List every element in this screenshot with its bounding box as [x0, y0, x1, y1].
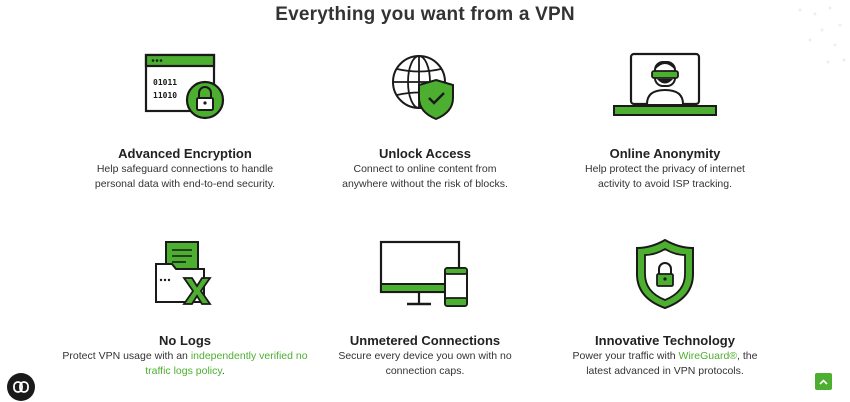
feature-description: Help safeguard connections to handle per…	[55, 162, 315, 192]
feature-desc-suffix: .	[221, 365, 225, 377]
feature-desc-line-1: Secure every device you own with no	[338, 350, 512, 362]
feature-title: No Logs	[159, 333, 211, 348]
encryption-window-lock-icon: 01011 11010	[55, 52, 315, 122]
feature-desc-line-2: latest advanced in VPN protocols.	[586, 365, 744, 377]
chevron-up-icon	[819, 378, 828, 385]
globe-shield-icon	[295, 52, 555, 122]
wireguard-link[interactable]: WireGuard®	[678, 350, 738, 362]
feature-title: Advanced Encryption	[118, 146, 252, 161]
feature-description: Power your traffic with WireGuard®, the …	[535, 349, 795, 379]
feature-description: Secure every device you own with no conn…	[295, 349, 555, 379]
feature-title: Unlock Access	[378, 146, 471, 161]
masked-user-laptop-icon	[535, 50, 795, 122]
feature-description: Connect to online content from anywhere …	[295, 162, 555, 192]
feature-description: Help protect the privacy of internet act…	[535, 162, 795, 192]
feature-desc-line-1: Connect to online content from	[353, 163, 497, 175]
feature-description: Protect VPN usage with an independently …	[55, 349, 315, 379]
feature-desc-line-2: anywhere without the risk of blocks.	[342, 178, 508, 190]
feature-desc-prefix: Protect VPN usage with an	[62, 350, 191, 362]
feature-desc-middle: , the	[737, 350, 758, 362]
no-logs-policy-link[interactable]: independently verified no traffic logs p…	[145, 350, 308, 377]
encryption-bits-1: 01011	[153, 78, 177, 87]
page-title: Everything you want from a VPN	[275, 4, 575, 25]
feature-title: Unmetered Connections	[349, 333, 501, 348]
chat-button[interactable]	[7, 373, 35, 401]
feature-title: Online Anonymity	[609, 146, 721, 161]
feature-desc-line-1: Help protect the privacy of internet	[585, 163, 745, 175]
folder-no-logs-icon	[55, 240, 315, 308]
feature-desc-line-1: Help safeguard connections to handle	[96, 163, 274, 175]
monitor-phone-icon	[295, 240, 555, 308]
feature-title: Innovative Technology	[595, 333, 735, 348]
feature-desc-line-2: personal data with end-to-end security.	[94, 178, 276, 190]
chat-icon	[13, 381, 29, 393]
shield-lock-icon	[535, 238, 795, 310]
feature-desc-prefix: Power your traffic with	[572, 350, 679, 362]
encryption-bits-2: 11010	[153, 91, 177, 100]
background-pattern	[798, 6, 846, 64]
feature-desc-line-2: connection caps.	[385, 365, 465, 377]
back-to-top-button[interactable]	[815, 373, 832, 390]
feature-desc-line-2: activity to avoid ISP tracking.	[597, 178, 733, 190]
